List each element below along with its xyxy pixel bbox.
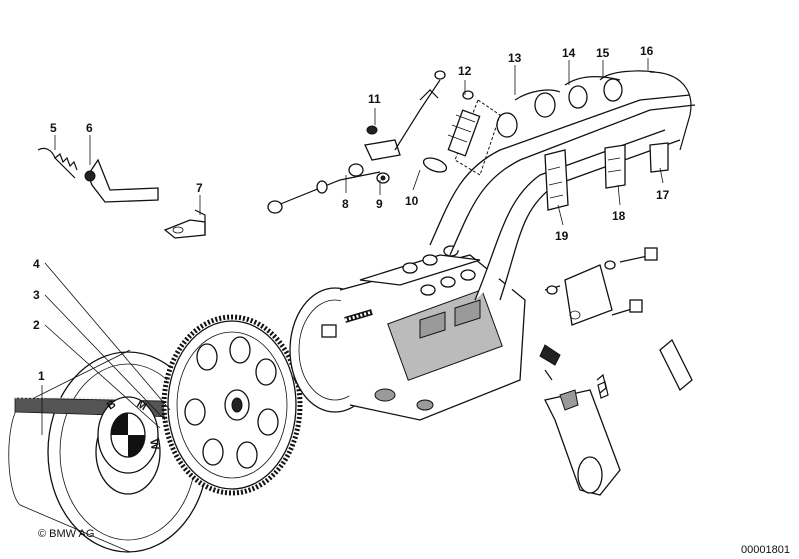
callout-15: 15 — [596, 46, 610, 60]
callout-6: 6 — [86, 121, 93, 135]
throttle-linkage — [267, 70, 446, 214]
callout-10: 10 — [405, 194, 419, 208]
auxiliary-cylinder — [539, 344, 621, 496]
callout-9: 9 — [376, 197, 383, 211]
injection-pump-gear — [161, 314, 303, 496]
drawing-number: 00001801 — [741, 544, 790, 556]
callout-2: 2 — [33, 318, 40, 332]
callout-7: 7 — [196, 181, 203, 195]
logo-letter-w: W — [147, 438, 161, 451]
callout-17: 17 — [656, 188, 670, 202]
callout-14: 14 — [562, 46, 576, 60]
callout-4: 4 — [33, 257, 40, 271]
callout-12: 12 — [458, 64, 472, 78]
leader-lines — [41, 58, 664, 435]
callout-labels: 1 2 3 4 5 6 7 8 9 10 11 12 13 14 15 16 1… — [33, 44, 670, 383]
callout-19: 19 — [555, 229, 569, 243]
callout-11: 11 — [368, 92, 381, 106]
callout-13: 13 — [508, 51, 522, 65]
callout-18: 18 — [612, 209, 626, 223]
spring-and-brackets — [37, 147, 206, 239]
callout-5: 5 — [50, 121, 57, 135]
callout-3: 3 — [33, 288, 40, 302]
callout-8: 8 — [342, 197, 349, 211]
rear-bracket-and-bolts — [544, 247, 693, 392]
delivery-valve-assembly — [422, 90, 501, 176]
callout-16: 16 — [640, 44, 654, 58]
callout-1: 1 — [38, 369, 45, 383]
copyright-notice: © BMW AG — [38, 528, 94, 540]
bmw-roundel-logo: B M W — [97, 396, 161, 474]
pipe-clamps — [544, 142, 669, 211]
